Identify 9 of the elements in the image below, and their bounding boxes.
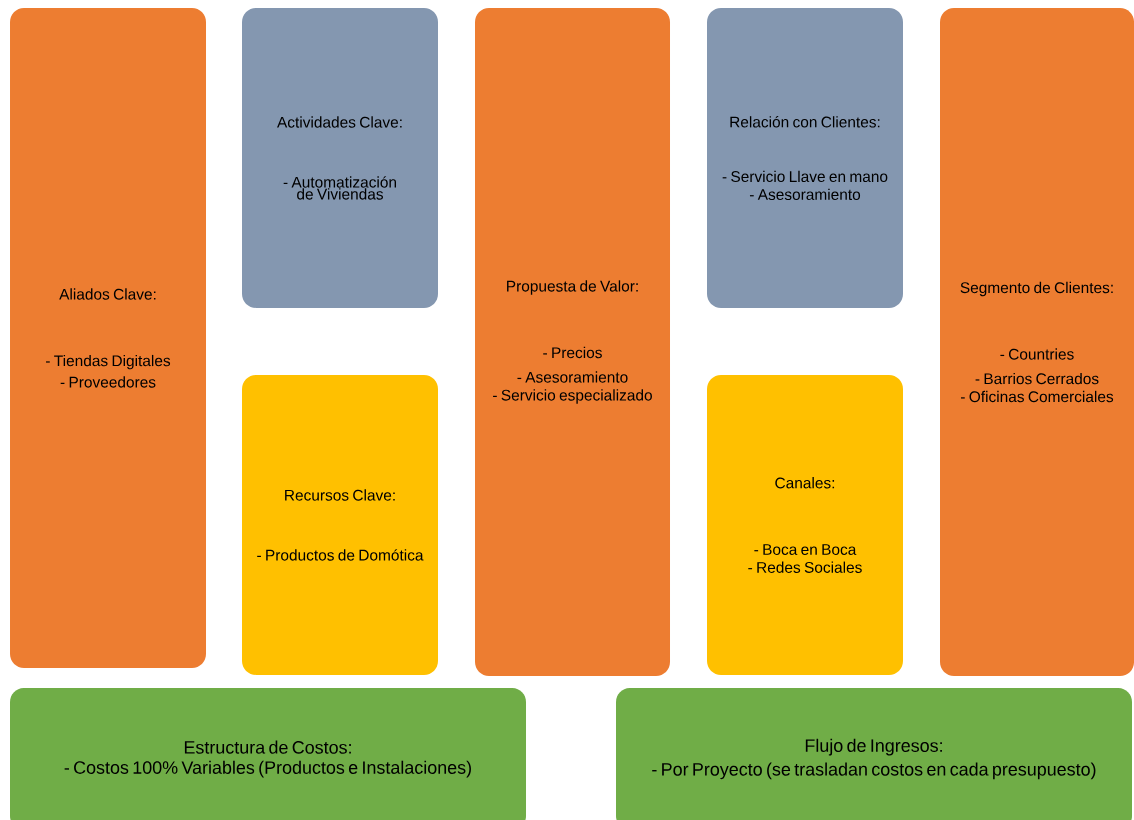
canvas-box: Propuesta de Valor: - Precios - Asesoramiento - Servicio especializado [475,8,670,676]
canvas-box: Relación con Clientes: - Servicio Llave en mano - Asesoramiento [707,8,903,308]
canvas-box: Recursos Clave: - Productos de Domótica [242,375,438,675]
canvas-box: Canales: - Boca en Boca - Redes Sociales [707,375,903,675]
canvas-box: Flujo de Ingresos: - Por Proyecto (se trasladan costos en cada presupuesto) [616,688,1132,820]
canvas-box: Segmento de Clientes: - Countries - Barrios Cerrados - Oficinas Comerciales [940,8,1134,676]
canvas-box: Actividades Clave: - Automatización de Viviendas [242,8,438,308]
canvas-box: Aliados Clave: - Tiendas Digitales - Proveedores [10,8,206,668]
canvas-box: Estructura de Costos: - Costos 100% Variables (Productos e Instalaciones) [10,688,526,820]
